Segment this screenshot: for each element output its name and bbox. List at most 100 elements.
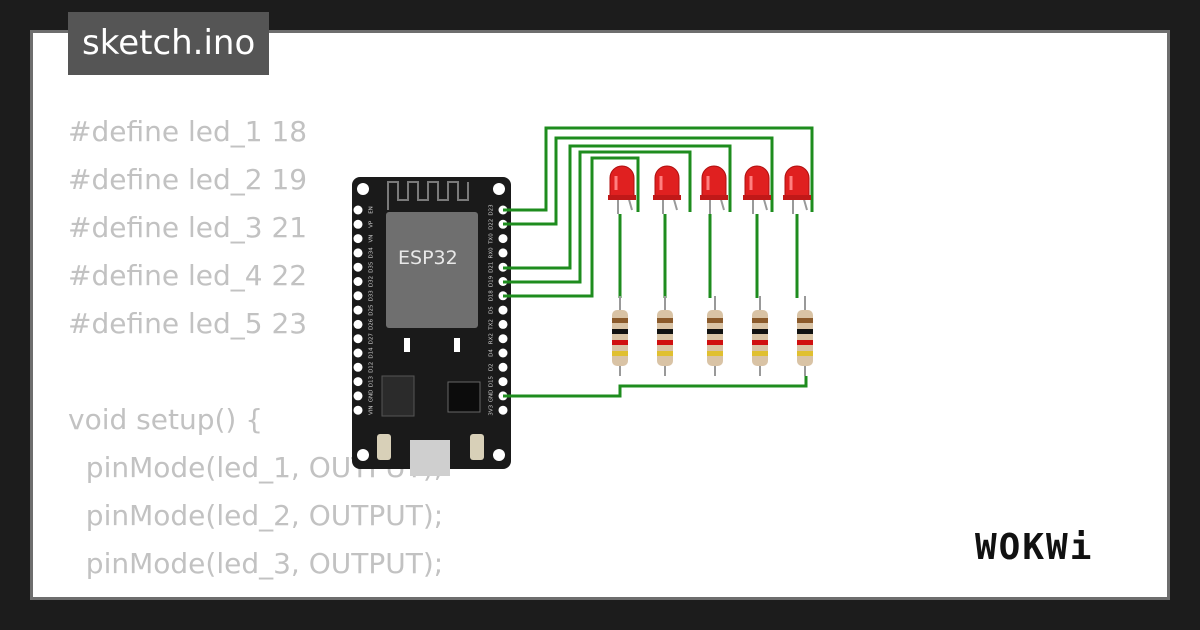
wire-d22 [503,136,774,226]
wires [503,126,814,398]
pin-label: D14 [369,347,375,359]
led-3[interactable] [700,165,728,214]
pin-label: D15 [489,375,495,387]
pin-label: D33 [369,290,375,302]
pin-label: RX2 [489,333,495,344]
pin-label: RX0 [489,247,495,259]
pin-label: EN [369,206,375,214]
pin-label: GND [369,390,375,403]
pin-label: D4 [489,349,495,357]
pin-hole[interactable] [353,248,363,258]
wire-d23 [503,126,814,212]
code-line: #define led_2 19 [68,163,308,196]
pin-label: D23 [489,204,495,216]
esp32-chip [386,212,478,328]
pin-hole[interactable] [353,319,363,329]
pin-label: D12 [369,362,375,373]
wire-d19 [503,150,692,284]
usb-port [410,440,450,476]
pin-label: D32 [369,276,375,287]
led-2[interactable] [653,165,681,214]
pin-hole[interactable] [353,405,363,415]
pin-hole[interactable] [353,219,363,229]
pin-hole[interactable] [353,205,363,215]
pin-label: D34 [369,247,375,259]
pin-hole[interactable] [498,234,508,244]
wire-gnd [503,376,808,398]
pin-label: D18 [489,290,495,302]
smd-component [454,338,460,352]
pin-label: D26 [369,318,375,330]
pin-hole[interactable] [498,405,508,415]
pin-label: 3V3 [489,404,495,415]
code-line: pinMode(led_4, OUTPUT); [68,588,443,597]
code-line: #define led_1 18 [68,115,308,148]
pin-hole[interactable] [498,305,508,315]
pin-label: D22 [489,219,495,230]
pin-hole[interactable] [498,334,508,344]
code-line: #define led_5 23 [68,307,308,340]
led-1[interactable] [608,165,636,214]
pin-label: GND [489,390,495,403]
pin-label: D13 [369,375,375,387]
led-4[interactable] [743,165,771,214]
usb-serial-chip [447,381,481,413]
pin-hole[interactable] [353,348,363,358]
pin-label: D2 [489,363,495,371]
file-tab[interactable]: sketch.ino [68,12,270,75]
pin-hole[interactable] [353,391,363,401]
resistor-2 [657,296,673,376]
pin-label: VN [369,235,375,243]
code-line: #define led_3 21 [68,211,308,244]
boot-button[interactable] [377,434,391,460]
pin-label: D35 [369,261,375,273]
led-5[interactable] [783,165,811,214]
pin-label: VP [369,220,375,228]
reset-button[interactable] [470,434,484,460]
resistor-4 [752,296,768,376]
resistor-group [612,296,813,376]
resistor-5 [797,296,813,376]
code-line: #define led_4 22 [68,259,308,292]
pin-hole[interactable] [498,319,508,329]
wire-d18 [503,156,640,298]
wokwi-logo: WOKWi [975,527,1094,568]
pin-label: D21 [489,262,495,273]
led-group [608,165,811,214]
pin-hole[interactable] [498,248,508,258]
code-line: pinMode(led_3, OUTPUT); [68,547,444,580]
wire-d21 [503,144,732,270]
code-line: void setup() { [68,403,264,436]
pin-label: D19 [489,275,495,287]
smd-component [404,338,410,352]
pin-hole[interactable] [353,305,363,315]
resistor-3 [707,296,723,376]
pin-hole[interactable] [498,377,508,387]
mount-hole [357,183,369,195]
pin-label: D5 [489,306,495,314]
pin-label: VIN [369,405,375,415]
pin-label: D27 [369,333,375,345]
pin-hole[interactable] [498,348,508,358]
pin-hole[interactable] [353,262,363,272]
pin-label: D25 [369,304,375,316]
pin-hole[interactable] [353,362,363,372]
mount-hole [493,183,505,195]
esp32-board[interactable]: ESP32 ENVPVND34D35D32D33D25D26D27D14D12D… [352,177,511,476]
pin-hole[interactable] [353,334,363,344]
pin-hole[interactable] [353,291,363,301]
pin-label: TX0 [489,233,495,245]
mount-hole [357,449,369,461]
pin-label: TX2 [489,319,495,331]
pin-hole[interactable] [353,234,363,244]
chip-label: ESP32 [398,247,458,269]
resistor-1 [612,296,628,376]
voltage-regulator [381,375,415,417]
pin-hole[interactable] [353,277,363,286]
pin-hole[interactable] [498,362,508,372]
pin-hole[interactable] [353,377,363,387]
antenna-trace [387,181,469,210]
mount-hole [493,449,505,461]
